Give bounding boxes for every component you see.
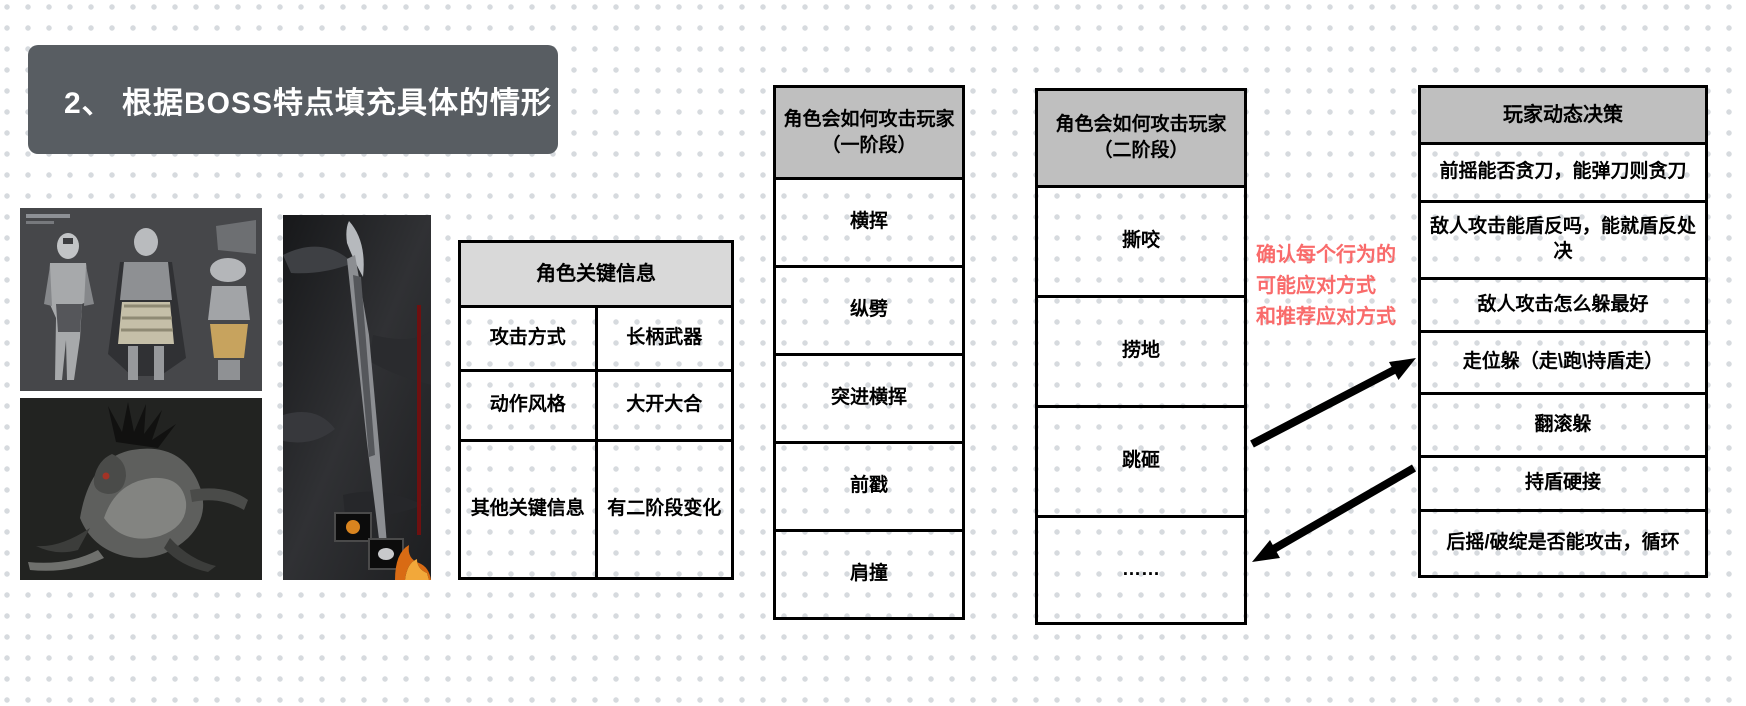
annotation-line: 可能应对方式 — [1256, 275, 1376, 297]
phase2-table-header: 角色会如何攻击玩家 （二阶段） — [1035, 88, 1247, 188]
table-row: 动作风格 大开大合 — [458, 372, 734, 442]
decision-cell: 敌人攻击怎么躲最好 — [1418, 280, 1708, 333]
phase1-header-line2: （一阶段） — [821, 134, 917, 156]
arrow-down-left-head — [1252, 540, 1280, 562]
decision-cell: 翻滚躲 — [1418, 395, 1708, 458]
phase2-attack-cell: 捞地 — [1035, 298, 1247, 408]
phase1-attack-cell: 纵劈 — [773, 268, 965, 356]
phase2-attacks-table: 角色会如何攻击玩家 （二阶段） 撕咬 捞地 跳砸 …… — [1035, 88, 1247, 625]
slide-title-banner: 2、 根据BOSS特点填充具体的情形 — [28, 45, 558, 154]
key-info-value-cell: 长柄武器 — [597, 308, 734, 372]
boss-armor-concept-art — [20, 208, 262, 391]
arrow-down-left-line — [1269, 464, 1417, 554]
arrow-up-right-head — [1389, 358, 1416, 380]
decision-cell: 持盾硬接 — [1418, 458, 1708, 512]
phase1-table-header: 角色会如何攻击玩家 （一阶段） — [773, 85, 965, 180]
key-info-table: 角色关键信息 攻击方式 长柄武器 动作风格 大开大合 其他关键信息 有二阶段变化 — [458, 240, 734, 580]
key-info-table-title: 角色关键信息 — [536, 262, 656, 285]
slide-title: 2、 根据BOSS特点填充具体的情形 — [64, 86, 553, 120]
phase2-header-line1: 角色会如何攻击玩家 — [1055, 114, 1227, 136]
phase1-attacks-table: 角色会如何攻击玩家 （一阶段） 横挥 纵劈 突进横挥 前戳 肩撞 — [773, 85, 965, 620]
boss-beast-art — [20, 398, 262, 580]
decision-cell: 前摇能否贪刀，能弹刀则贪刀 — [1418, 145, 1708, 203]
halberd-ingame-screenshot-image — [283, 215, 431, 580]
phase1-attack-cell: 前戳 — [773, 444, 965, 532]
player-decision-table: 玩家动态决策 前摇能否贪刀，能弹刀则贪刀 敌人攻击能盾反吗，能就盾反处决 敌人攻… — [1418, 85, 1708, 578]
key-info-label-cell: 攻击方式 — [458, 308, 598, 372]
table-row: 其他关键信息 有二阶段变化 — [458, 442, 734, 580]
phase2-attack-cell: …… — [1035, 518, 1247, 625]
phase1-attack-cell: 横挥 — [773, 180, 965, 268]
key-info-label-cell: 动作风格 — [458, 372, 598, 442]
decision-table-header: 玩家动态决策 — [1418, 85, 1708, 145]
phase1-header-line1: 角色会如何攻击玩家 — [783, 108, 955, 130]
decision-cell: 敌人攻击能盾反吗，能就盾反处决 — [1418, 203, 1708, 280]
key-info-value-cell: 有二阶段变化 — [597, 442, 734, 580]
phase1-attack-cell: 突进横挥 — [773, 356, 965, 444]
key-info-value-cell: 大开大合 — [597, 372, 734, 442]
phase1-attack-cell: 肩撞 — [773, 532, 965, 620]
decision-table-title: 玩家动态决策 — [1503, 103, 1623, 126]
key-info-label-cell: 其他关键信息 — [458, 442, 598, 580]
annotation-line: 确认每个行为的 — [1256, 244, 1396, 266]
decision-cell: 走位躲（走\跑\持盾走） — [1418, 333, 1708, 395]
annotation-line: 和推荐应对方式 — [1256, 306, 1396, 328]
table-row: 攻击方式 长柄武器 — [458, 308, 734, 372]
arrow-up-right-line — [1250, 365, 1398, 448]
key-info-table-header: 角色关键信息 — [458, 240, 734, 308]
phase2-header-line2: （二阶段） — [1093, 140, 1189, 161]
halberd-screenshot-art — [283, 215, 431, 580]
phase2-attack-cell: 跳砸 — [1035, 408, 1247, 518]
boss-armor-concept-image — [20, 208, 262, 391]
decision-cell: 后摇/破绽是否能攻击，循环 — [1418, 512, 1708, 578]
annotation-text: 确认每个行为的 可能应对方式 和推荐应对方式 — [1256, 240, 1431, 333]
phase2-attack-cell: 撕咬 — [1035, 188, 1247, 298]
boss-second-phase-beast-image — [20, 398, 262, 580]
